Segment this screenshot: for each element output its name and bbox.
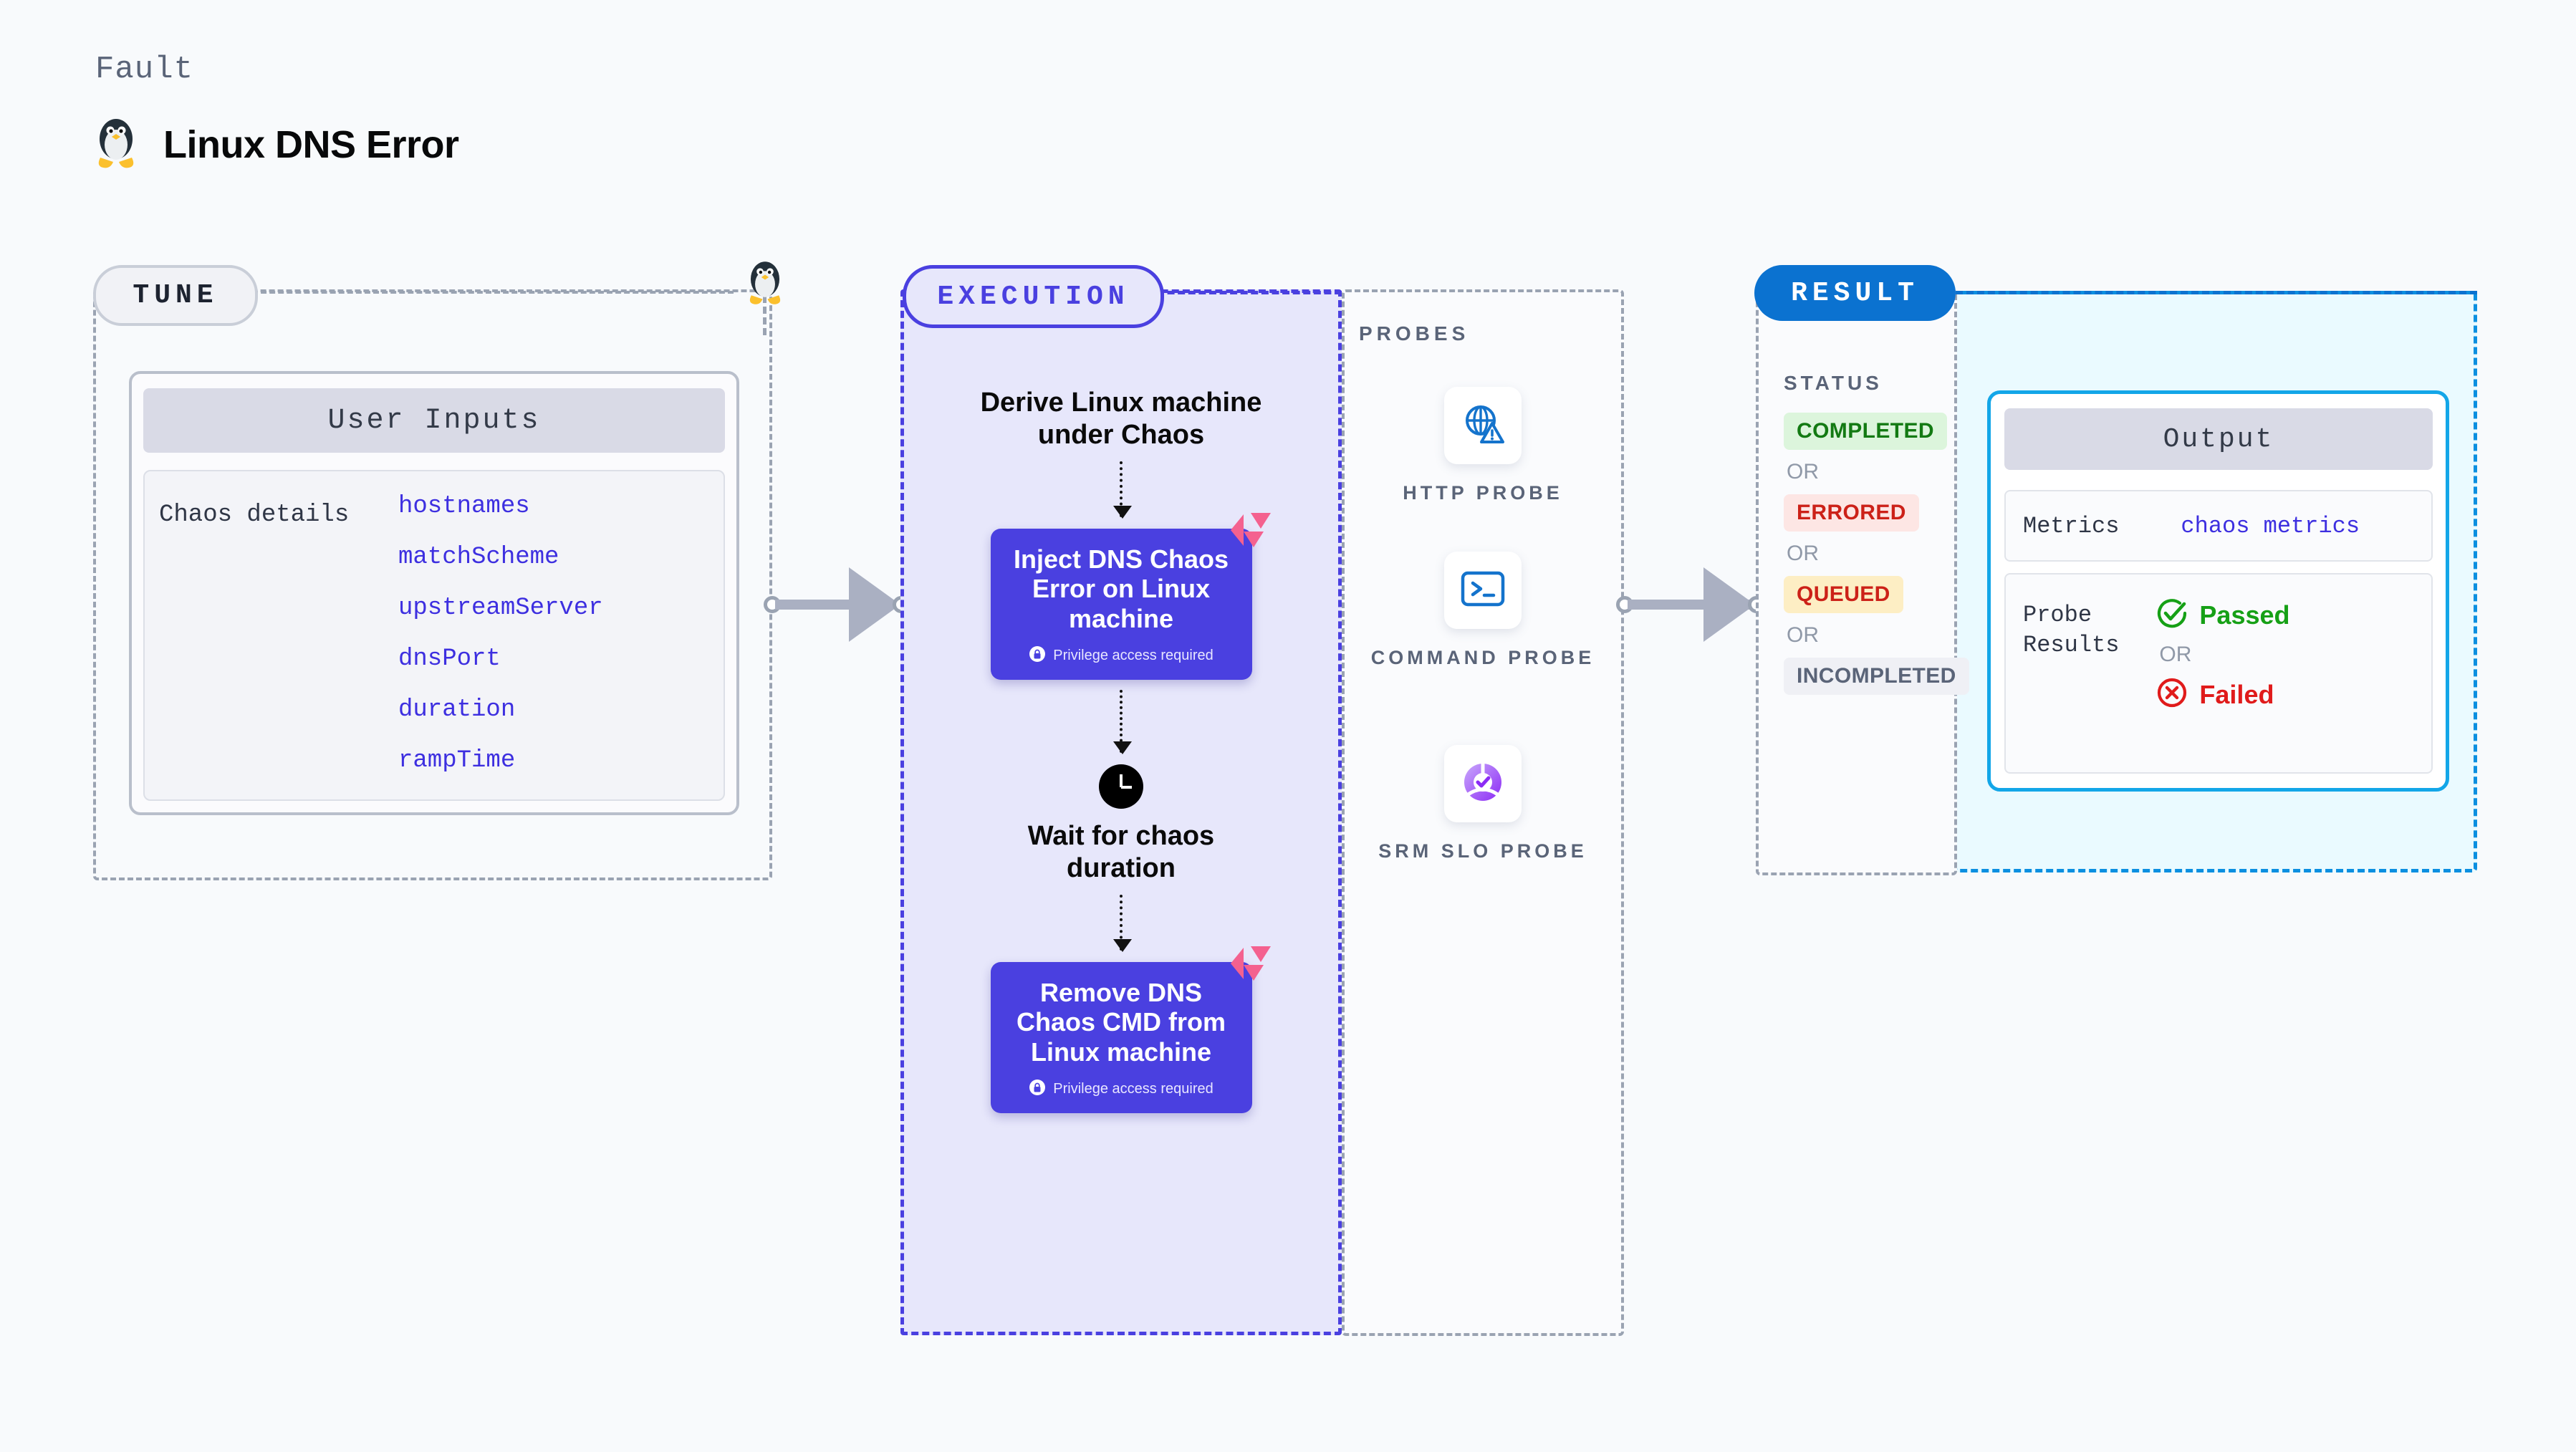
wait-step-label: Wait for chaos duration	[1027, 820, 1215, 883]
status-badge: QUEUED	[1784, 576, 1903, 613]
probe-label: HTTP PROBE	[1403, 482, 1563, 504]
probe-results-values: Passed OR Failed	[2156, 597, 2290, 772]
execution-connector-line	[1157, 291, 1342, 294]
probe-tile	[1444, 387, 1522, 464]
page-header: Linux DNS Error	[93, 115, 459, 174]
tune-tux-line	[763, 285, 766, 335]
list-item[interactable]: hostnames	[398, 493, 530, 520]
harness-logo-icon	[1229, 945, 1272, 982]
connector-arrowhead	[1703, 567, 1755, 642]
tune-chip[interactable]: TUNE	[93, 265, 258, 326]
execution-chip-label: EXECUTION	[937, 281, 1130, 312]
status-list: COMPLETED OR ERRORED OR QUEUED OR INCOMP…	[1784, 413, 1969, 695]
result-chip[interactable]: RESULT	[1754, 265, 1956, 321]
globe-warning-icon	[1461, 402, 1505, 450]
privilege-note: Privilege access required	[1004, 645, 1239, 667]
remove-chaos-title: Remove DNS Chaos CMD from Linux machine	[1016, 977, 1226, 1067]
status-badge: COMPLETED	[1784, 413, 1947, 450]
probe-srm-slo[interactable]: SRM SLO PROBE	[1342, 745, 1624, 864]
derive-step-label: Derive Linux machine under Chaos	[980, 388, 1262, 450]
privilege-note: Privilege access required	[1004, 1079, 1239, 1100]
output-title: Output	[2163, 423, 2274, 455]
probe-result-failed: Failed	[2156, 677, 2289, 712]
probe-label: SRM SLO PROBE	[1378, 840, 1587, 862]
tune-chip-label: TUNE	[133, 280, 218, 311]
lock-icon	[1029, 1079, 1046, 1100]
terminal-icon	[1461, 570, 1505, 611]
list-item[interactable]: duration	[398, 696, 516, 723]
execution-chip[interactable]: EXECUTION	[903, 265, 1164, 328]
flow-arrow-3	[1113, 894, 1132, 952]
probe-command[interactable]: COMMAND PROBE	[1342, 552, 1624, 670]
user-inputs-title: User Inputs	[327, 404, 541, 437]
inject-chaos-title: Inject DNS Chaos Error on Linux machine	[1013, 544, 1229, 634]
or-label: OR	[1787, 460, 1819, 484]
lock-icon	[1029, 645, 1046, 667]
tune-connector-line	[252, 291, 734, 294]
result-connector-line	[1956, 291, 2477, 294]
inject-chaos-block[interactable]: Inject DNS Chaos Error on Linux machine …	[990, 512, 1271, 680]
metrics-value[interactable]: chaos metrics	[2181, 512, 2360, 539]
list-item[interactable]: rampTime	[398, 747, 516, 774]
or-label: OR	[2159, 643, 2192, 666]
probe-result-passed: Passed	[2156, 597, 2290, 633]
slo-check-icon	[1460, 759, 1506, 809]
page-title: Linux DNS Error	[163, 122, 459, 166]
harness-logo-icon	[1229, 511, 1272, 549]
output-card-header: Output	[2004, 408, 2433, 470]
failed-label: Failed	[2199, 679, 2274, 709]
chaos-parameter-list: hostnames matchScheme upstreamServer dns…	[398, 493, 603, 774]
probe-results-key: Probe Results	[2023, 602, 2120, 658]
output-metrics-row: Metrics chaos metrics	[2004, 490, 2433, 562]
page-eyebrow: Fault	[95, 52, 194, 87]
output-probe-results-row: Probe Results Passed OR Failed	[2004, 573, 2433, 774]
chaos-details-label: Chaos details	[159, 501, 350, 529]
clock-icon	[1099, 764, 1143, 809]
tune-linux-badge-icon	[745, 258, 785, 310]
x-circle-icon	[2156, 677, 2188, 712]
or-label: OR	[1787, 623, 1819, 647]
privilege-note-label: Privilege access required	[1053, 648, 1213, 664]
list-item[interactable]: matchScheme	[398, 544, 559, 571]
status-badge: ERRORED	[1784, 494, 1919, 532]
execution-flow: Derive Linux machine under Chaos Inject …	[900, 387, 1342, 1113]
user-inputs-body	[143, 470, 725, 801]
probe-label: COMMAND PROBE	[1370, 647, 1595, 668]
flow-arrow-1	[1113, 461, 1132, 519]
result-chip-label: RESULT	[1791, 277, 1919, 309]
connector-dot-left	[1616, 596, 1633, 613]
probe-http[interactable]: HTTP PROBE	[1342, 387, 1624, 506]
privilege-note-label: Privilege access required	[1053, 1081, 1213, 1097]
connector-arrowhead	[849, 567, 900, 642]
status-title: STATUS	[1784, 372, 1883, 394]
flow-arrow-2	[1113, 689, 1132, 754]
or-label: OR	[1787, 542, 1819, 565]
linux-penguin-icon	[93, 115, 139, 174]
passed-label: Passed	[2199, 600, 2290, 630]
probe-tile	[1444, 745, 1522, 822]
user-inputs-header: User Inputs	[143, 388, 725, 453]
list-item[interactable]: dnsPort	[398, 645, 501, 673]
remove-chaos-block[interactable]: Remove DNS Chaos CMD from Linux machine …	[990, 946, 1271, 1113]
check-circle-icon	[2156, 597, 2188, 633]
probes-title: PROBES	[1359, 322, 1470, 345]
status-badge: INCOMPLETED	[1784, 658, 1969, 695]
probe-tile	[1444, 552, 1522, 629]
metrics-key: Metrics	[2023, 512, 2120, 539]
list-item[interactable]: upstreamServer	[398, 595, 603, 622]
